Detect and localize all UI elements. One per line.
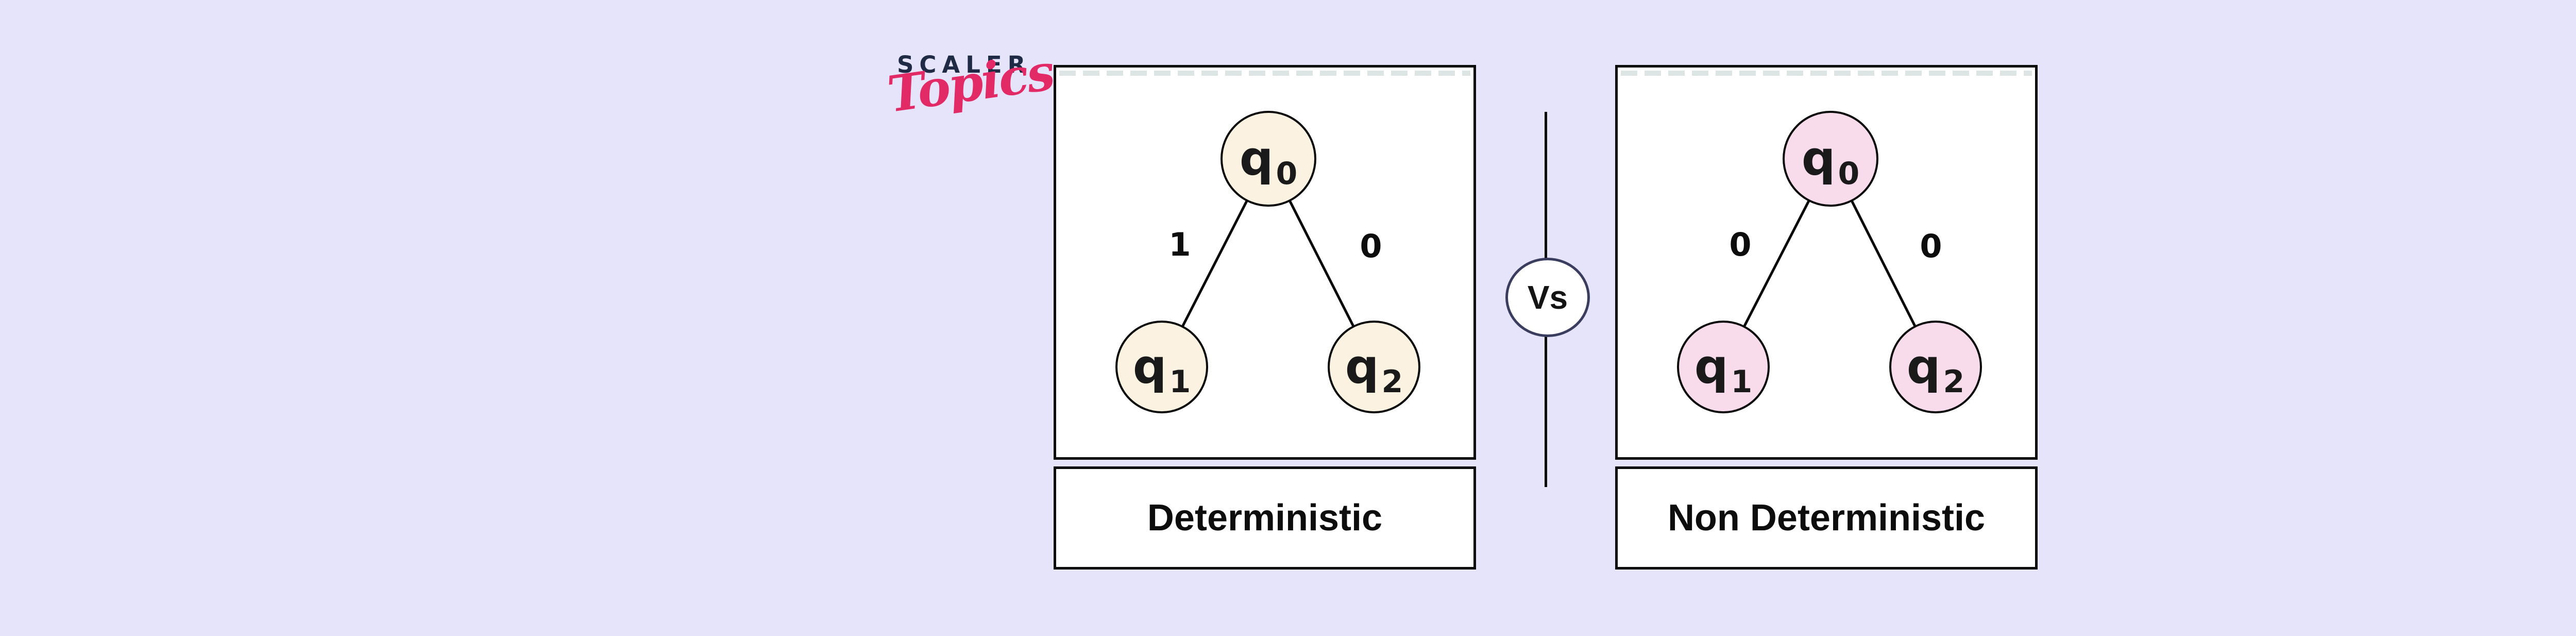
state-node-det-q0: q 0 [1221, 111, 1316, 207]
state-label: q [1345, 339, 1379, 394]
edge-label-ndet-right: 0 [1920, 227, 1942, 265]
state-label-subscript: 2 [1943, 364, 1965, 400]
non-deterministic-caption: Non Deterministic [1667, 497, 1986, 539]
box-top-texture [1059, 71, 1470, 76]
state-label-subscript: 1 [1169, 364, 1191, 400]
state-label-subscript: 0 [1838, 156, 1860, 192]
non-deterministic-caption-box: Non Deterministic [1615, 466, 2038, 570]
vs-badge: Vs [1505, 258, 1590, 337]
state-label: q [1694, 339, 1728, 394]
vs-label: Vs [1527, 279, 1568, 316]
state-node-ndet-q1: q 1 [1677, 321, 1770, 413]
edge-label-det-left: 1 [1168, 226, 1191, 263]
state-node-det-q2: q 2 [1328, 321, 1420, 413]
state-label: q [1132, 339, 1167, 394]
scaler-logo-brand: SCALER [897, 51, 1031, 78]
state-node-ndet-q2: q 2 [1889, 321, 1982, 413]
state-label: q [1906, 339, 1941, 394]
state-node-det-q1: q 1 [1115, 321, 1208, 413]
edge-label-det-right: 0 [1360, 227, 1382, 265]
deterministic-caption: Deterministic [1147, 497, 1383, 539]
state-node-ndet-q0: q 0 [1783, 111, 1878, 207]
state-label-subscript: 0 [1276, 156, 1298, 192]
deterministic-caption-box: Deterministic [1054, 466, 1476, 570]
state-label: q [1801, 131, 1836, 186]
state-label-subscript: 2 [1381, 364, 1403, 400]
state-label: q [1239, 131, 1274, 186]
box-top-texture [1621, 71, 2032, 76]
state-label-subscript: 1 [1731, 364, 1753, 400]
edge-label-ndet-left: 0 [1729, 226, 1752, 263]
